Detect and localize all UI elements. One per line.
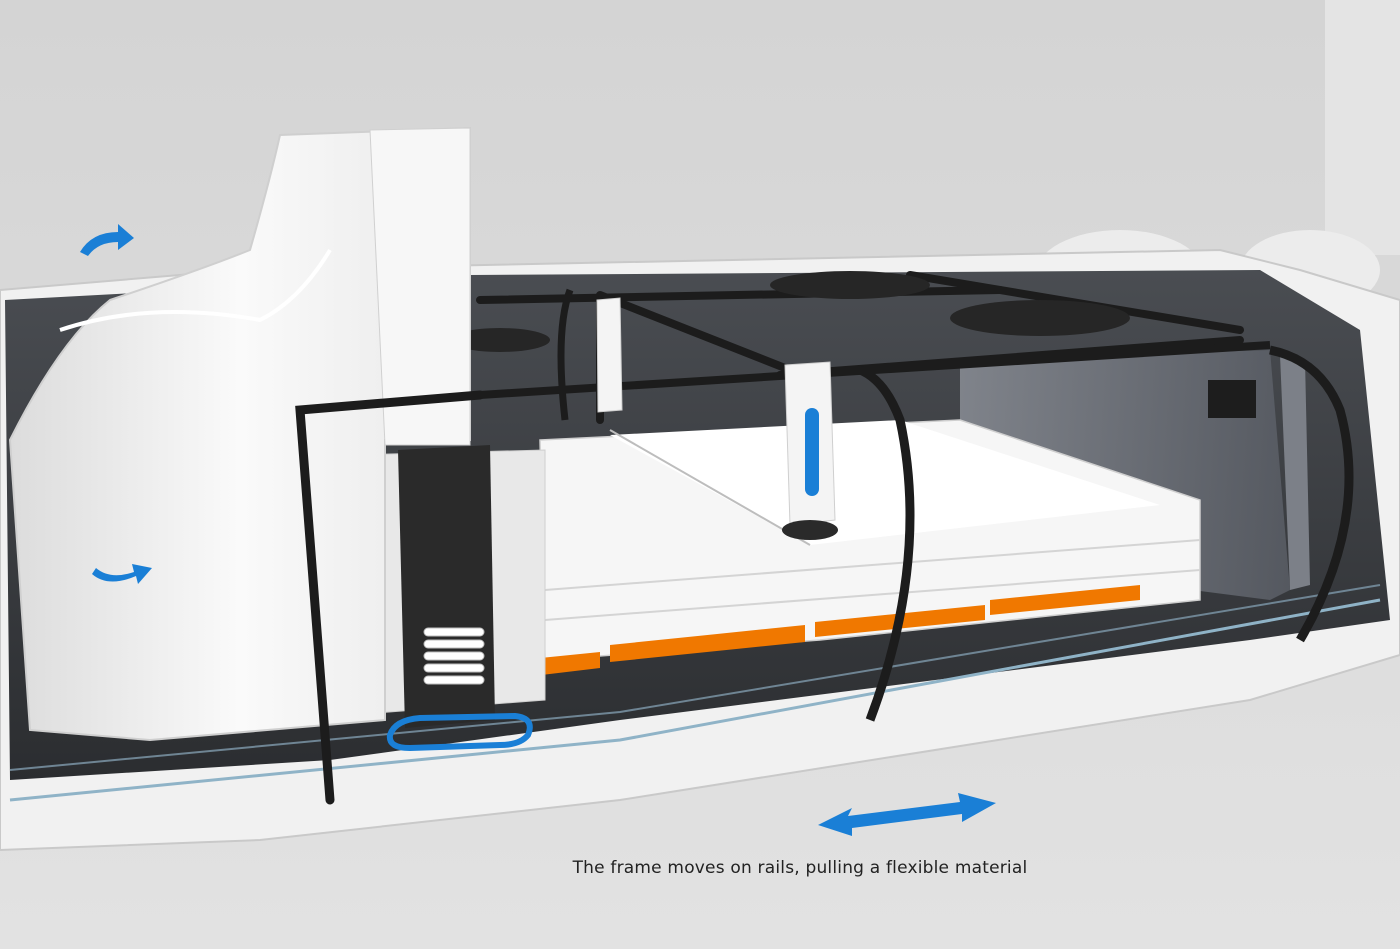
bed-seam bbox=[609, 429, 811, 546]
curved-arrow-icon bbox=[80, 224, 134, 256]
ceiling-light-3 bbox=[450, 328, 550, 352]
frame-arch-left bbox=[295, 390, 485, 805]
carriage-coil bbox=[423, 627, 485, 685]
lift-arm-foot bbox=[782, 520, 838, 540]
ceiling-light-2 bbox=[950, 300, 1130, 336]
wall-panel bbox=[1325, 0, 1400, 255]
frame-arch-right bbox=[1269, 345, 1354, 643]
carriage-rail-shoe bbox=[386, 712, 533, 752]
curved-arrow-icon bbox=[92, 564, 152, 584]
frame-arch-mid bbox=[858, 365, 915, 722]
double-arrow-icon bbox=[818, 793, 996, 836]
floor-rail-back bbox=[9, 584, 1381, 771]
rear-arm bbox=[596, 297, 623, 413]
cab-cover bbox=[8, 126, 471, 742]
ceiling-light-1 bbox=[770, 271, 930, 299]
cab-pillar bbox=[369, 127, 471, 446]
carriage-column bbox=[398, 445, 495, 728]
bed-top bbox=[610, 420, 1160, 545]
bed-layer-line bbox=[544, 539, 1201, 591]
bed-layer-line-2 bbox=[544, 569, 1201, 621]
rear-panel-edge bbox=[1280, 355, 1310, 590]
lift-arm-slot bbox=[805, 408, 819, 496]
cab-highlight bbox=[59, 248, 332, 332]
caption-text: The frame moves on rails, pulling a flex… bbox=[572, 858, 1028, 878]
rear-panel-screen bbox=[1208, 380, 1256, 418]
frame-back-arch bbox=[557, 288, 574, 421]
floor-rail bbox=[9, 598, 1381, 802]
